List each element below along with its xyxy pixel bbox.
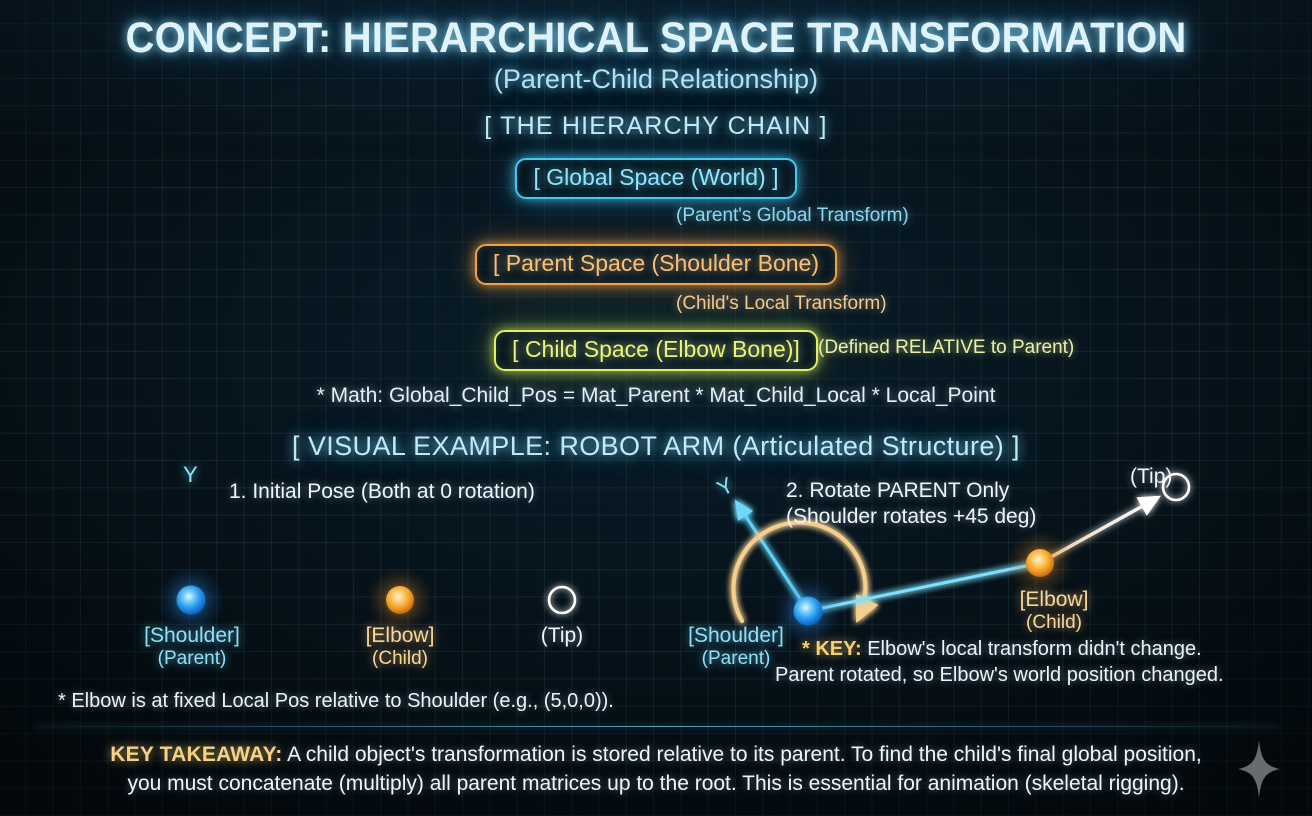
right-shoulder-name: [Shoulder] [688,624,784,647]
left-shoulder-joint [176,585,206,615]
left-tip-joint [547,585,577,615]
right-bone-shoulder-elbow [807,561,1041,613]
left-shoulder-name: [Shoulder] [144,624,240,647]
left-panel-footnote: * Elbow is at fixed Local Pos relative t… [58,690,614,712]
footer-divider [34,726,1280,727]
box-parent-space: [ Parent Space (Shoulder Bone) [474,244,838,285]
right-shoulder-label: [Shoulder] (Parent) [646,624,826,669]
right-panel-key-line1: * KEY: Elbow's local transform didn't ch… [802,638,1202,661]
left-elbow-name: [Elbow] [365,624,435,647]
left-shoulder-label: [Shoulder] (Parent) [101,624,283,669]
right-tip-name: (Tip) [1130,465,1173,488]
left-elbow-role: (Child) [372,647,428,669]
math-formula: * Math: Global_Child_Pos = Mat_Parent * … [316,384,996,407]
arrow-label-child-local-transform: (Child's Local Transform) [676,293,887,314]
left-elbow-label: [Elbow] (Child) [320,624,480,669]
right-panel-caption-line2: (Shoulder rotates +45 deg) [786,505,1037,528]
left-y-axis-label: Y [183,462,198,487]
right-panel-key-line2: Parent rotated, so Elbow's world positio… [775,664,1224,686]
right-elbow-label: [Elbow] (Child) [975,588,1133,633]
panel-right-diagram [731,472,1191,645]
left-tip-label: (Tip) [492,624,632,648]
arrow-label-parent-global-transform: (Parent's Global Transform) [676,205,909,226]
right-elbow-joint [1026,549,1054,577]
left-tip-name: (Tip) [540,624,584,647]
page-subtitle: (Parent-Child Relationship) [493,64,819,94]
left-panel-caption: 1. Initial Pose (Both at 0 rotation) [229,480,535,503]
panel-left-diagram [157,495,577,634]
right-shoulder-joint [793,596,823,626]
section-heading-visual: [ VISUAL EXAMPLE: ROBOT ARM (Articulated… [292,431,1020,461]
box-child-space: [ Child Space (Elbow Bone)] [494,330,818,371]
right-elbow-name: [Elbow] [1019,588,1089,611]
child-space-note: (Defined RELATIVE to Parent) [818,337,1075,358]
key-takeaway-line1: A child object's transformation is store… [282,743,1202,766]
page-title: CONCEPT: HIERARCHICAL SPACE TRANSFORMATI… [125,14,1187,62]
rotation-arc [731,520,879,624]
right-panel-key-text: Elbow's local transform didn't change. [861,638,1202,660]
right-panel-caption-line1: 2. Rotate PARENT Only [786,479,1010,502]
key-takeaway-line2: you must concatenate (multiply) all pare… [127,771,1185,795]
key-takeaway-label: KEY TAKEAWAY: [110,743,283,766]
right-panel-key-prefix: * KEY: [802,638,862,660]
left-shoulder-role: (Parent) [157,647,227,669]
right-elbow-role: (Child) [1026,611,1082,633]
right-shoulder-role: (Parent) [701,647,771,669]
key-takeaway: KEY TAKEAWAY: A child object's transform… [40,741,1272,799]
right-tip-joint [1161,472,1191,502]
right-tip-label: (Tip) [1130,465,1310,489]
section-heading-hierarchy: [ THE HIERARCHY CHAIN ] [484,112,828,140]
left-elbow-joint [386,586,414,614]
